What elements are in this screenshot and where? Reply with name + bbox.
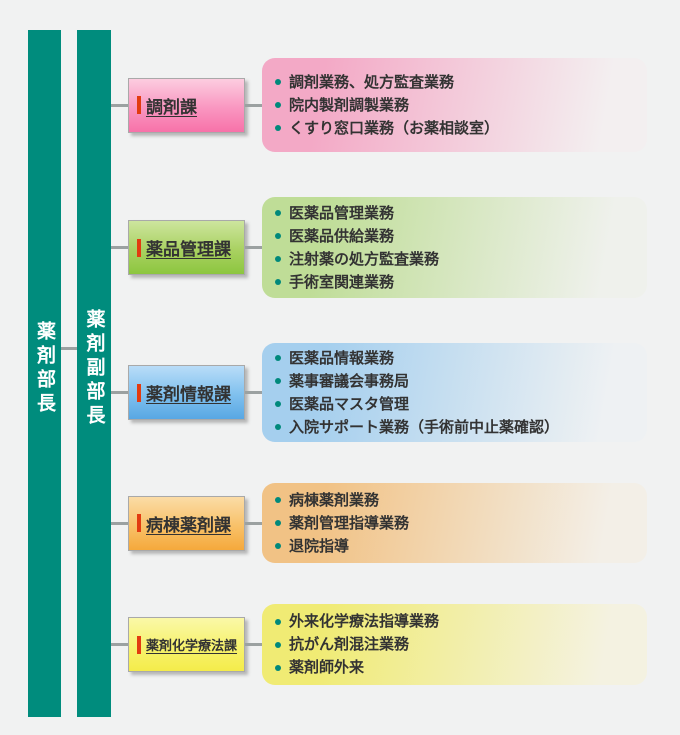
duty-item: 調剤業務、処方監査業務: [275, 71, 499, 94]
org-row-dispensing: 調剤課 調剤業務、処方監査業務 院内製剤調製業務 くすり窓口業務（お薬相談室）: [111, 58, 647, 152]
duty-item: 手術室関連業務: [275, 271, 439, 294]
bullet-icon: [275, 497, 281, 503]
connector-line: [245, 246, 262, 249]
director-label: 薬剤部長: [34, 320, 55, 417]
duty-text: 医薬品情報業務: [289, 349, 395, 367]
duty-panel: 医薬品管理業務 医薬品供給業務 注射薬の処方監査業務 手術室関連業務: [262, 197, 647, 298]
dept-title-link[interactable]: 病棟薬剤課: [146, 515, 231, 535]
duty-list: 病棟薬剤業務 薬剤管理指導業務 退院指導: [262, 489, 419, 558]
dept-box-drug-management[interactable]: 薬品管理課: [128, 220, 245, 275]
duty-list: 医薬品情報業務 薬事審議会事務局 医薬品マスタ管理 入院サポート業務（手術前中止…: [262, 347, 569, 439]
org-row-drug-information: 薬剤情報課 医薬品情報業務 薬事審議会事務局 医薬品マスタ管理 入院サポート業務…: [111, 343, 647, 442]
duty-text: 医薬品マスタ管理: [289, 395, 410, 413]
bullet-icon: [275, 543, 281, 549]
duty-text: 医薬品管理業務: [289, 204, 395, 222]
duty-text: 入院サポート業務（手術前中止薬確認）: [289, 418, 560, 436]
duty-text: 外来化学療法指導業務: [289, 613, 440, 630]
deputy-director-bar: 薬剤副部長: [77, 30, 111, 717]
red-accent-bar-icon: [137, 635, 141, 654]
duty-item: 医薬品管理業務: [275, 202, 439, 225]
org-row-ward-pharmacy: 病棟薬剤課 病棟薬剤業務 薬剤管理指導業務 退院指導: [111, 483, 647, 563]
dept-box-dispensing[interactable]: 調剤課: [128, 77, 245, 133]
duty-text: 抗がん剤混注業務: [289, 636, 410, 653]
duty-panel: 調剤業務、処方監査業務 院内製剤調製業務 くすり窓口業務（お薬相談室）: [262, 58, 647, 152]
duty-list: 医薬品管理業務 医薬品供給業務 注射薬の処方監査業務 手術室関連業務: [262, 202, 449, 294]
bullet-icon: [275, 125, 281, 131]
connector-line: [111, 391, 128, 394]
connector-line: [111, 643, 128, 646]
bullet-icon: [275, 520, 281, 526]
duty-item: 薬事審議会事務局: [275, 370, 559, 393]
bullet-icon: [275, 279, 281, 285]
duty-text: 薬剤管理指導業務: [289, 514, 410, 532]
bullet-icon: [275, 641, 281, 648]
bullet-icon: [275, 233, 281, 239]
connector-line: [245, 391, 262, 394]
duty-panel: 医薬品情報業務 薬事審議会事務局 医薬品マスタ管理 入院サポート業務（手術前中止…: [262, 343, 647, 442]
dept-box-drug-information[interactable]: 薬剤情報課: [128, 365, 245, 420]
connector-line: [245, 103, 262, 107]
duty-text: 注射薬の処方監査業務: [289, 250, 440, 268]
duty-item: 医薬品情報業務: [275, 347, 559, 370]
connector-line: [111, 103, 128, 107]
org-row-chemotherapy: 薬剤化学療法課 外来化学療法指導業務 抗がん剤混注業務 薬剤師外来: [111, 604, 647, 685]
duty-item: 注射薬の処方監査業務: [275, 248, 439, 271]
bullet-icon: [275, 401, 281, 407]
red-accent-bar-icon: [137, 383, 141, 402]
duty-item: 薬剤管理指導業務: [275, 512, 409, 535]
deputy-director-label: 薬剤副部長: [83, 308, 105, 429]
bullet-icon: [275, 79, 281, 85]
dept-title-link[interactable]: 調剤課: [146, 97, 197, 117]
duty-item: 院内製剤調製業務: [275, 94, 499, 117]
bullet-icon: [275, 618, 281, 625]
connector-line: [245, 643, 262, 646]
dept-box-chemotherapy[interactable]: 薬剤化学療法課: [128, 617, 245, 672]
duty-item: 抗がん剤混注業務: [275, 633, 439, 656]
duty-item: 病棟薬剤業務: [275, 489, 409, 512]
dept-title-link[interactable]: 薬剤情報課: [146, 385, 231, 404]
bullet-icon: [275, 378, 281, 384]
duty-text: 退院指導: [289, 537, 350, 555]
director-deputy-connector-line: [61, 347, 77, 350]
duty-list: 外来化学療法指導業務 抗がん剤混注業務 薬剤師外来: [262, 610, 449, 679]
duty-item: 薬剤師外来: [275, 656, 439, 679]
duty-list: 調剤業務、処方監査業務 院内製剤調製業務 くすり窓口業務（お薬相談室）: [262, 71, 509, 140]
connector-line: [111, 246, 128, 249]
dept-title-link[interactable]: 薬剤化学療法課: [146, 638, 238, 653]
duty-item: 外来化学療法指導業務: [275, 610, 439, 633]
connector-line: [111, 521, 128, 525]
duty-item: 退院指導: [275, 535, 409, 558]
red-accent-bar-icon: [137, 514, 141, 532]
duty-item: 入院サポート業務（手術前中止薬確認）: [275, 416, 559, 439]
bullet-icon: [275, 355, 281, 361]
duty-text: くすり窓口業務（お薬相談室）: [289, 119, 500, 137]
connector-line: [245, 521, 262, 525]
duty-text: 調剤業務、処方監査業務: [289, 73, 455, 91]
duty-panel: 外来化学療法指導業務 抗がん剤混注業務 薬剤師外来: [262, 604, 647, 685]
bullet-icon: [275, 210, 281, 216]
bullet-icon: [275, 664, 281, 671]
duty-item: 医薬品供給業務: [275, 225, 439, 248]
red-accent-bar-icon: [137, 238, 141, 257]
bullet-icon: [275, 256, 281, 262]
duty-text: 手術室関連業務: [289, 273, 395, 291]
dept-title-link[interactable]: 薬品管理課: [146, 240, 231, 259]
org-row-drug-management: 薬品管理課 医薬品管理業務 医薬品供給業務 注射薬の処方監査業務 手術室関連業務: [111, 197, 647, 298]
duty-text: 病棟薬剤業務: [289, 491, 380, 509]
duty-text: 薬事審議会事務局: [289, 372, 410, 390]
bullet-icon: [275, 102, 281, 108]
duty-item: 医薬品マスタ管理: [275, 393, 559, 416]
duty-text: 院内製剤調製業務: [289, 96, 410, 114]
bullet-icon: [275, 424, 281, 430]
duty-panel: 病棟薬剤業務 薬剤管理指導業務 退院指導: [262, 483, 647, 563]
duty-text: 薬剤師外来: [289, 659, 365, 676]
director-bar: 薬剤部長: [28, 30, 61, 717]
duty-text: 医薬品供給業務: [289, 227, 395, 245]
red-accent-bar-icon: [137, 96, 141, 114]
duty-item: くすり窓口業務（お薬相談室）: [275, 117, 499, 140]
dept-box-ward-pharmacy[interactable]: 病棟薬剤課: [128, 495, 245, 551]
